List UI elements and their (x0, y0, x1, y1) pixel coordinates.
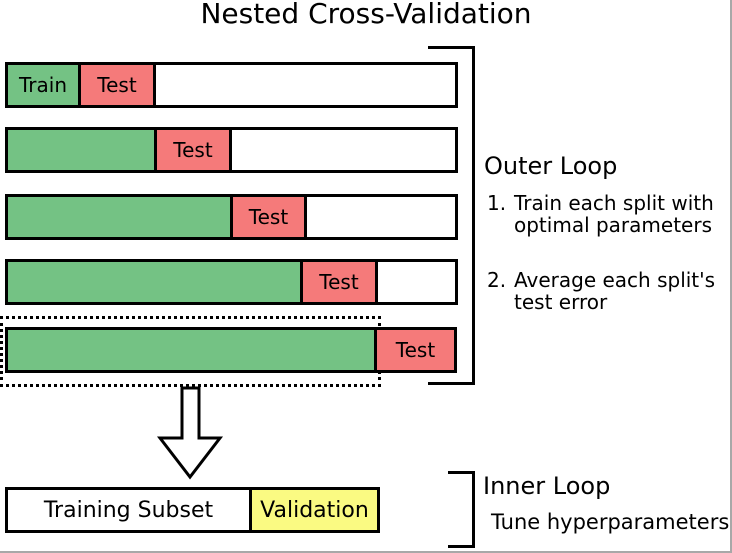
cv-split-row-3: Test (5, 194, 458, 240)
step-text: Train each split with optimal parameters (514, 191, 714, 237)
train-segment-label: Train (19, 73, 67, 97)
training-subset-segment: Training Subset (8, 490, 252, 530)
inner-loop-bar: Training Subset Validation (5, 487, 380, 533)
cv-split-row-4: Test (5, 259, 458, 305)
train-segment (8, 262, 303, 302)
step-text: Average each split's test error (514, 268, 716, 314)
down-arrow-icon (153, 385, 227, 481)
test-segment-label: Test (173, 138, 213, 162)
inner-loop-note: Tune hyperparameters (491, 510, 730, 534)
train-segment (8, 130, 157, 170)
test-segment-label: Test (395, 338, 436, 362)
cv-split-row-1: Train Test (5, 62, 458, 108)
train-segment (8, 197, 233, 237)
cv-split-row-2: Test (5, 127, 458, 173)
outer-loop-bracket (428, 46, 475, 385)
test-segment: Test (157, 130, 232, 170)
inner-loop-bracket (448, 471, 475, 548)
unused-segment (307, 197, 455, 237)
diagram-title: Nested Cross-Validation (200, 0, 532, 30)
cv-split-row-5: Test (5, 327, 457, 373)
outer-loop-heading: Outer Loop (484, 152, 618, 180)
outer-loop-steps: 1. Train each split with optimal paramet… (487, 191, 730, 314)
test-segment-label: Test (248, 205, 289, 229)
unused-segment (156, 65, 455, 105)
test-segment-label: Test (97, 73, 137, 97)
test-segment: Test (233, 197, 307, 237)
unused-segment (232, 130, 455, 170)
unused-segment (378, 262, 455, 302)
step-number: 2. (487, 268, 507, 292)
test-segment: Test (377, 330, 454, 370)
outer-loop-step-2: 2. Average each split's test error (487, 268, 730, 314)
training-subset-label: Training Subset (43, 497, 214, 523)
test-segment: Test (303, 262, 378, 302)
validation-segment: Validation (252, 490, 377, 530)
test-segment-label: Test (319, 270, 359, 294)
inner-loop-heading: Inner Loop (483, 472, 611, 500)
validation-label: Validation (260, 497, 369, 523)
test-segment: Test (81, 65, 156, 105)
step-number: 1. (487, 191, 507, 215)
outer-loop-step-1: 1. Train each split with optimal paramet… (487, 191, 730, 237)
train-segment (8, 330, 377, 370)
train-segment: Train (8, 65, 81, 105)
